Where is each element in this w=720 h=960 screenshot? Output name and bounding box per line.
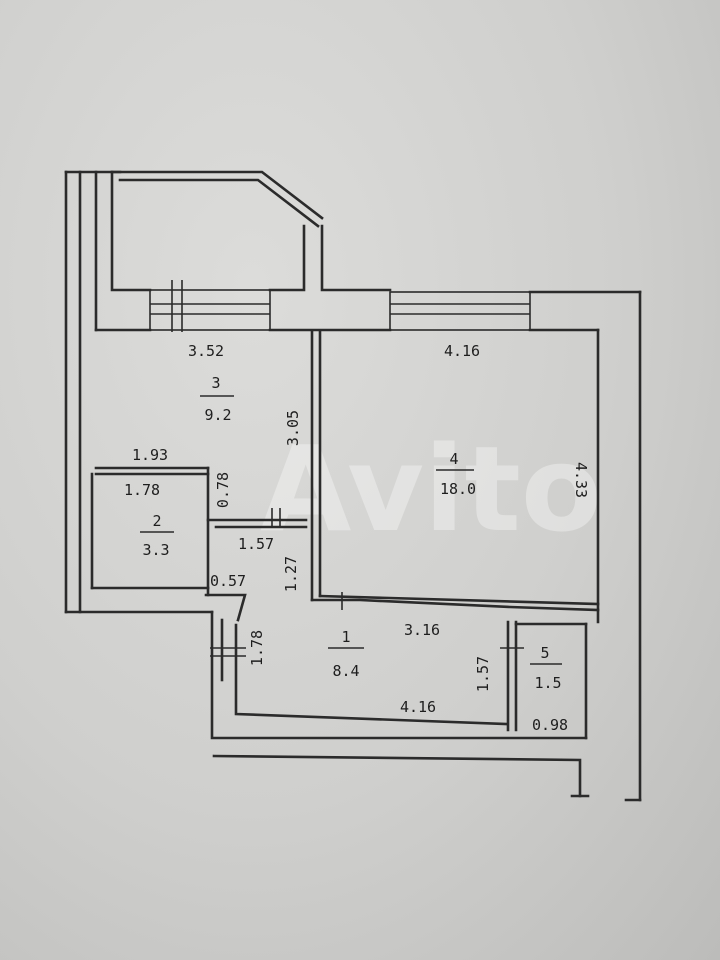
dim-hall-width-bottom: 4.16 [400, 698, 436, 716]
dim-passage-width: 1.57 [238, 535, 274, 553]
room-2: 2 3.3 [140, 512, 174, 559]
dimensions: 3.52 4.16 3.05 4.33 1.93 1.78 0.78 1.57 … [124, 342, 590, 734]
dim-room2-side: 0.78 [214, 472, 232, 508]
room-4-number: 4 [449, 450, 458, 468]
dim-room4-width: 4.16 [444, 342, 480, 360]
room-4: 4 18.0 [436, 450, 476, 498]
room-1-number: 1 [341, 628, 350, 646]
dim-hall-height-left: 1.78 [248, 630, 266, 666]
room-3-number: 3 [211, 374, 220, 392]
dim-room2-width: 1.78 [124, 481, 160, 499]
dim-room5-width: 0.98 [532, 716, 568, 734]
room-3: 3 9.2 [200, 374, 234, 424]
dim-hall-width-top: 3.16 [404, 621, 440, 639]
room-2-area: 3.3 [142, 541, 169, 559]
walls [64, 170, 642, 802]
room-5-area: 1.5 [534, 674, 561, 692]
room-2-number: 2 [152, 512, 161, 530]
dim-passage-height: 1.27 [282, 556, 300, 592]
dim-room3-width: 3.52 [188, 342, 224, 360]
dim-room4-height: 4.33 [572, 462, 590, 498]
dim-passage-depth: 0.57 [210, 572, 246, 590]
room-5-number: 5 [540, 644, 549, 662]
room-1: 1 8.4 [328, 628, 364, 680]
room-1-area: 8.4 [332, 662, 359, 680]
watermark: Avito [260, 420, 602, 558]
room-5: 5 1.5 [530, 644, 562, 692]
dim-hall-height-right: 1.57 [474, 656, 492, 692]
room-4-area: 18.0 [440, 480, 476, 498]
dim-room3-height: 3.05 [284, 410, 302, 446]
dim-room3-lower-width: 1.93 [132, 446, 168, 464]
room-3-area: 9.2 [204, 406, 231, 424]
